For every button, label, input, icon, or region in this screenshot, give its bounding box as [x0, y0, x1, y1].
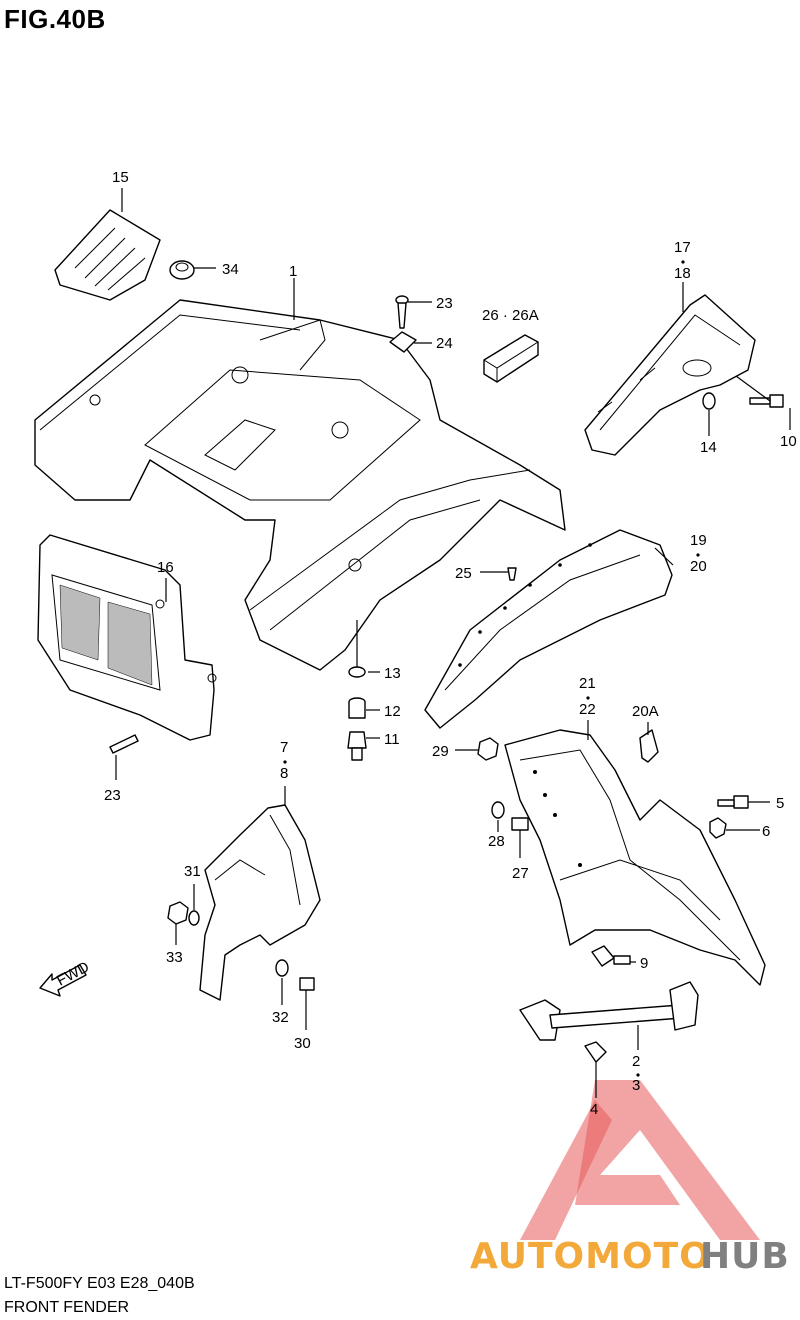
- callout-26-26a: 26 · 26A: [482, 307, 539, 324]
- callout-8: 8: [280, 765, 288, 782]
- part-30-bolt[interactable]: [299, 977, 315, 991]
- callout-4: 4: [590, 1101, 598, 1118]
- fwd-direction-arrow: FWD: [39, 958, 92, 997]
- callout-7: 7: [280, 739, 288, 756]
- callout-11: 11: [384, 731, 400, 748]
- callout-20a: 20A: [632, 703, 659, 720]
- part-24-clip-nut[interactable]: [389, 331, 417, 353]
- watermark-text-hub: HUB: [700, 1236, 790, 1277]
- part-13-washer[interactable]: [348, 666, 366, 678]
- fwd-label: FWD: [54, 958, 92, 989]
- callout-22: 22: [579, 701, 596, 718]
- part-17-bracket[interactable]: [584, 294, 756, 456]
- callout-1: 1: [289, 263, 297, 280]
- part-23-screw-top[interactable]: [395, 295, 409, 329]
- callout-23-top: 23: [436, 295, 453, 312]
- part-14-washer[interactable]: [702, 392, 716, 410]
- callout-28: 28: [488, 833, 505, 850]
- callout-17: 17: [674, 239, 691, 256]
- callout-15: 15: [112, 169, 129, 186]
- figure-title: FIG.40B: [4, 4, 106, 34]
- callout-19: 19: [690, 532, 707, 549]
- callout-10: 10: [780, 433, 797, 450]
- callout-labels: 15 34 1 23 24 26 · 26A 17 18 14 10 16 19…: [104, 169, 797, 1118]
- part-33-nut[interactable]: [167, 901, 189, 925]
- callout-14: 14: [700, 439, 717, 456]
- callout-20: 20: [690, 558, 707, 575]
- leader-lines: [115, 188, 791, 1098]
- part-25-rivet[interactable]: [507, 567, 517, 581]
- callout-6: 6: [762, 823, 770, 840]
- watermark-text-automoto: AUTOMOTO: [470, 1236, 711, 1277]
- callout-3: 3: [632, 1077, 640, 1094]
- callout-24: 24: [436, 335, 453, 352]
- callout-25: 25: [455, 565, 472, 582]
- part-28-washer[interactable]: [491, 801, 505, 819]
- part-29-nut[interactable]: [477, 737, 499, 761]
- part-1-front-fender[interactable]: [34, 299, 566, 671]
- figure-caption: FRONT FENDER: [4, 1299, 130, 1316]
- part-12-collar[interactable]: [348, 697, 366, 719]
- callout-12: 12: [384, 703, 401, 720]
- part-10-bolt[interactable]: [749, 394, 784, 408]
- callout-27: 27: [512, 865, 529, 882]
- callout-34: 34: [222, 261, 239, 278]
- part-2-stay[interactable]: [519, 981, 699, 1041]
- callout-31: 31: [184, 863, 201, 880]
- part-7-mud-guard[interactable]: [199, 804, 321, 1001]
- part-6-nut[interactable]: [709, 817, 727, 839]
- part-11-bolt[interactable]: [347, 731, 367, 761]
- part-34-grommet[interactable]: [169, 260, 195, 280]
- part-15-mat[interactable]: [54, 209, 161, 301]
- watermark-logo: AUTOMOTO HUB: [470, 1080, 790, 1277]
- part-5-bolt[interactable]: [717, 795, 749, 809]
- part-20a-clip[interactable]: [639, 729, 659, 763]
- model-code: LT-F500FY E03 E28_040B: [4, 1275, 195, 1292]
- callout-13: 13: [384, 665, 401, 682]
- part-4-bolt[interactable]: [584, 1041, 607, 1063]
- part-31-washer[interactable]: [188, 910, 200, 926]
- part-16-grille[interactable]: [37, 534, 217, 741]
- part-32-washer[interactable]: [275, 959, 289, 977]
- part-27-bolt[interactable]: [511, 817, 529, 831]
- callout-30: 30: [294, 1035, 311, 1052]
- callout-33: 33: [166, 949, 183, 966]
- callout-18: 18: [674, 265, 691, 282]
- callout-5: 5: [776, 795, 784, 812]
- callout-9: 9: [640, 955, 648, 972]
- callout-16: 16: [157, 559, 174, 576]
- part-21-inner-panel[interactable]: [504, 729, 766, 986]
- callout-32: 32: [272, 1009, 289, 1026]
- part-23-screw-lower[interactable]: [109, 734, 139, 754]
- callout-23-lower: 23: [104, 787, 121, 804]
- part-26-block[interactable]: [483, 334, 539, 383]
- callout-21: 21: [579, 675, 596, 692]
- callout-2: 2: [632, 1053, 640, 1070]
- part-9-bolt[interactable]: [591, 945, 631, 967]
- part-19-mudguard[interactable]: [424, 529, 673, 729]
- callout-29: 29: [432, 743, 449, 760]
